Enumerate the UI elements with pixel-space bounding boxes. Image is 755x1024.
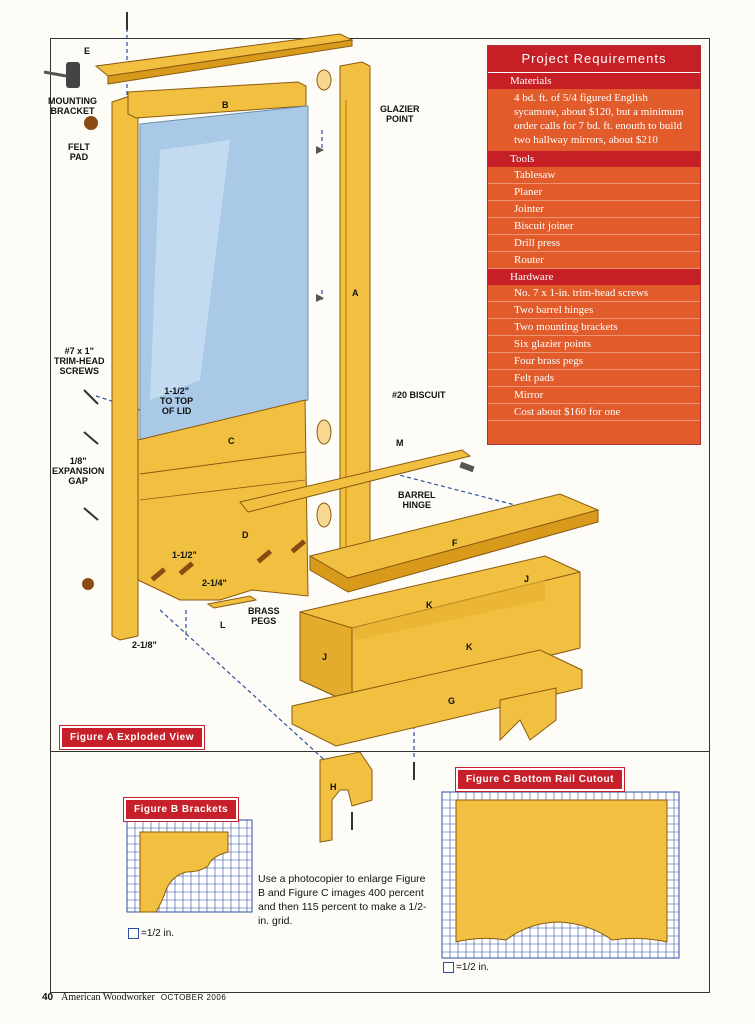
figure-b-grid xyxy=(126,819,253,913)
tool-item: Tablesaw xyxy=(488,167,700,184)
label-dim-2-1-8: 2-1/8" xyxy=(132,640,157,650)
part-j-right: J xyxy=(524,574,530,584)
part-e: E xyxy=(84,46,91,56)
scale-figure-b-text: =1/2 in. xyxy=(141,928,175,940)
label-barrel-hinge: BARREL HINGE xyxy=(398,490,436,510)
requirements-title: Project Requirements xyxy=(488,46,700,73)
label-expansion-gap: 1/8" EXPANSION GAP xyxy=(52,456,105,486)
label-trim-head-screws: #7 x 1" TRIM-HEAD SCREWS xyxy=(54,346,105,376)
part-a: A xyxy=(352,288,359,298)
part-d: D xyxy=(242,530,249,540)
tool-item: Jointer xyxy=(488,201,700,218)
part-b: B xyxy=(222,100,229,110)
label-felt-pad: FELT PAD xyxy=(68,142,90,162)
part-k-front: K xyxy=(466,642,473,652)
tool-item: Drill press xyxy=(488,235,700,252)
label-dim-1-1-2: 1-1/2" xyxy=(172,550,197,560)
figure-c-title: Figure C Bottom Rail Cutout xyxy=(456,768,624,791)
figure-a-title: Figure A Exploded View xyxy=(60,726,204,749)
figure-divider xyxy=(50,751,710,752)
page-footer: 40 American Woodworker OCTOBER 2006 xyxy=(42,992,226,1003)
scale-figure-c: =1/2 in. xyxy=(443,962,489,973)
grid-square-icon xyxy=(128,928,139,939)
label-biscuit: #20 BISCUIT xyxy=(392,390,446,400)
materials-heading: Materials xyxy=(488,73,700,89)
label-to-top-of-lid: 1-1/2" TO TOP OF LID xyxy=(160,386,194,416)
part-l: L xyxy=(220,620,226,630)
tool-item: Planer xyxy=(488,184,700,201)
hardware-item: Two barrel hinges xyxy=(488,302,700,319)
tools-heading: Tools xyxy=(488,151,700,167)
part-c: C xyxy=(228,436,235,446)
hardware-item: Four brass pegs xyxy=(488,353,700,370)
hardware-item: Mirror xyxy=(488,387,700,404)
label-dim-2-1-4: 2-1/4" xyxy=(202,578,227,588)
magazine-name: American Woodworker xyxy=(61,992,155,1003)
part-k-top: K xyxy=(426,600,433,610)
part-h: H xyxy=(330,782,337,792)
hardware-item: Two mounting brackets xyxy=(488,319,700,336)
label-brass-pegs: BRASS PEGS xyxy=(248,606,280,626)
materials-text: 4 bd. ft. of 5/4 figured English sycamor… xyxy=(514,92,684,146)
part-m: M xyxy=(396,438,404,448)
label-mounting-bracket: MOUNTING BRACKET xyxy=(48,96,97,116)
figure-frame xyxy=(50,38,710,993)
hardware-item: Felt pads xyxy=(488,370,700,387)
issue-date: OCTOBER 2006 xyxy=(160,993,227,1002)
figure-b-title: Figure B Brackets xyxy=(124,798,239,821)
hardware-item: Cost about $160 for one xyxy=(488,404,700,421)
project-requirements-panel: Project Requirements Materials 4 bd. ft.… xyxy=(487,45,701,445)
scale-figure-b: =1/2 in. xyxy=(128,928,174,939)
part-g: G xyxy=(448,696,456,706)
hardware-item: Six glazier points xyxy=(488,336,700,353)
label-glazier-point: GLAZIER POINT xyxy=(380,104,420,124)
grid-square-icon xyxy=(443,962,454,973)
page-number: 40 xyxy=(42,992,54,1003)
scale-figure-c-text: =1/2 in. xyxy=(456,962,490,974)
figure-c-grid xyxy=(441,791,680,959)
tool-item: Biscuit joiner xyxy=(488,218,700,235)
hardware-item: No. 7 x 1-in. trim-head screws xyxy=(488,285,700,302)
tool-item: Router xyxy=(488,252,700,269)
part-j-left: J xyxy=(322,652,328,662)
part-f: F xyxy=(452,538,458,548)
hardware-heading: Hardware xyxy=(488,269,700,285)
enlarge-note: Use a photocopier to enlarge Figure B an… xyxy=(258,873,427,927)
